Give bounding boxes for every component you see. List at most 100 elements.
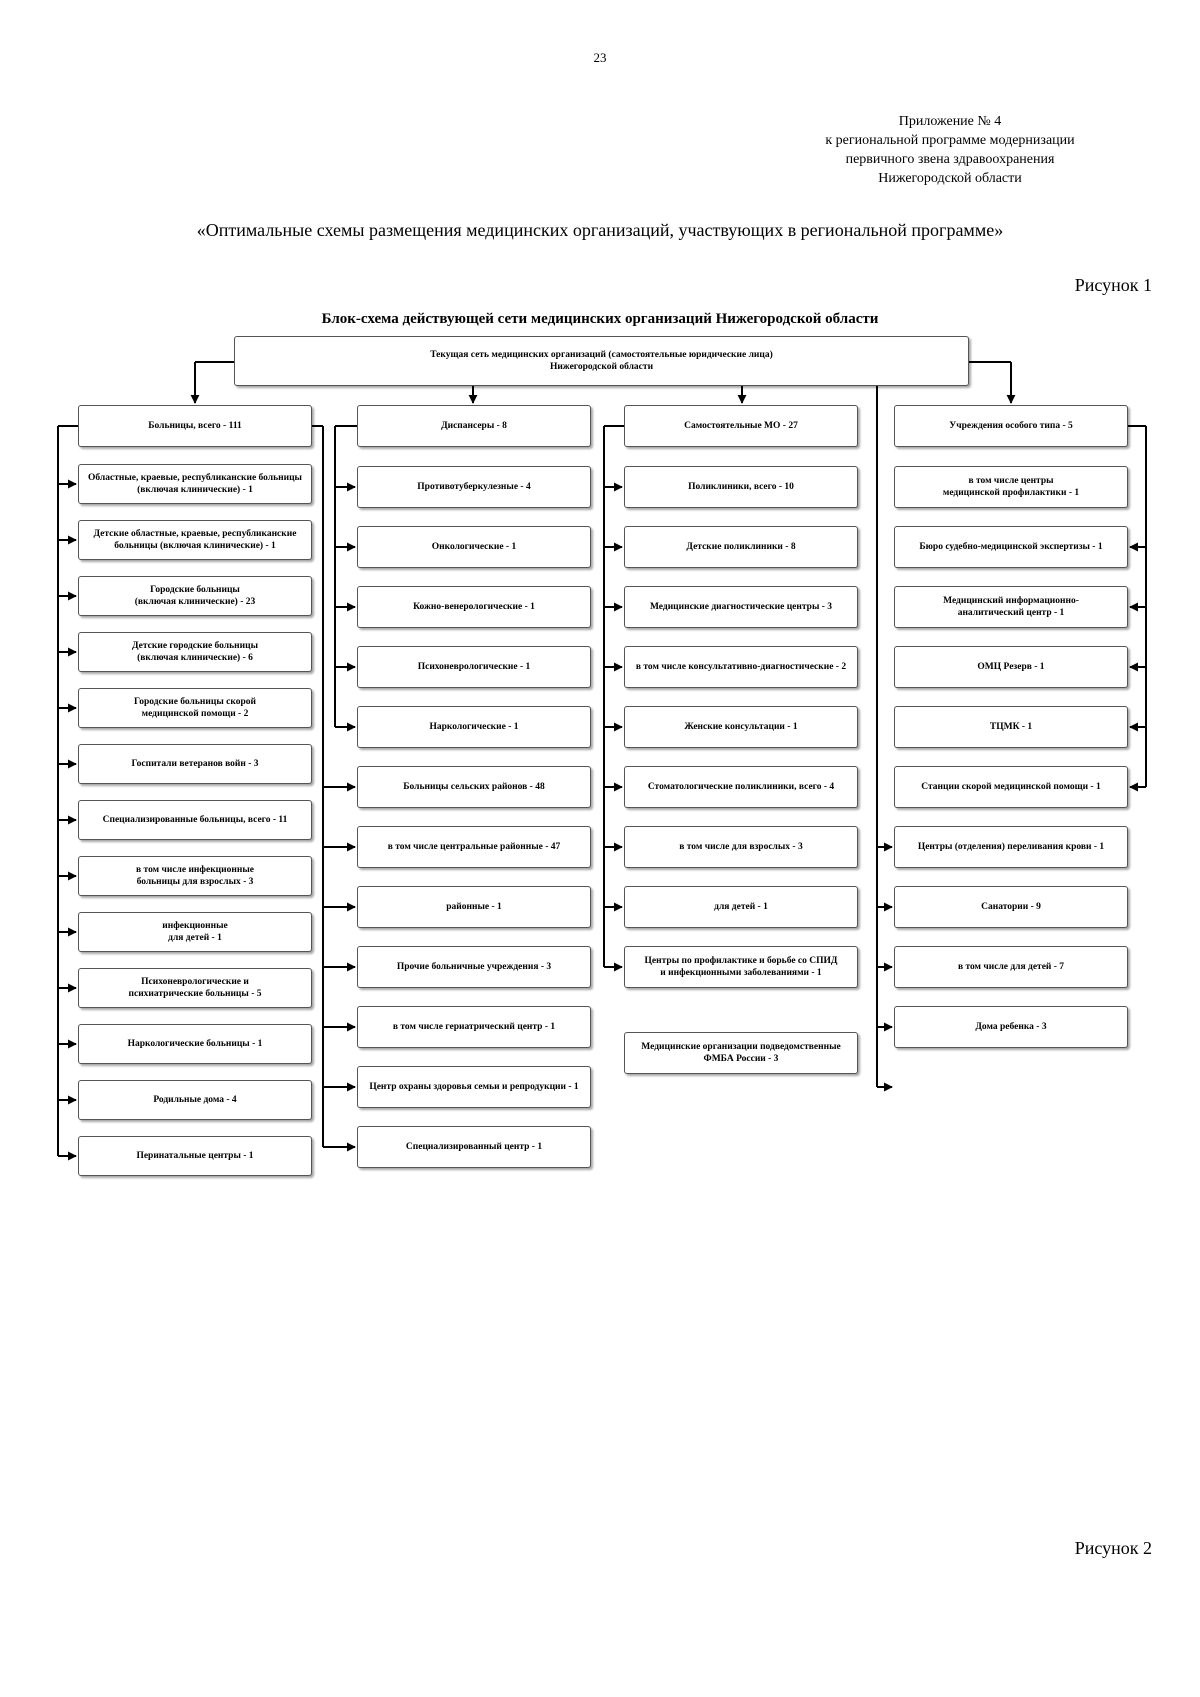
item-label: Центры по профилактике и борьбе со СПИД … (644, 956, 838, 978)
item-label: Кожно-венерологические - 1 (413, 602, 535, 612)
column-3-header: Учреждения особого типа - 5 (894, 405, 1128, 447)
column-0-item: Городские больницы скорой медицинской по… (78, 688, 312, 728)
item-label: Женские консультации - 1 (684, 722, 798, 732)
column-2-header-label: Самостоятельные МО - 27 (684, 421, 798, 431)
column-3-header-label: Учреждения особого типа - 5 (949, 421, 1073, 431)
column-3-item: в том числе центры медицинской профилакт… (894, 466, 1128, 508)
item-label: в том числе центры медицинской профилакт… (942, 476, 1080, 498)
item-label: Станции скорой медицинской помощи - 1 (921, 782, 1101, 792)
column-2-item: Медицинские диагностические центры - 3 (624, 586, 858, 628)
column-3-item: Санатории - 9 (894, 886, 1128, 928)
item-label: в том числе гериатрический центр - 1 (392, 1022, 556, 1032)
item-label: в том числе для детей - 7 (957, 962, 1065, 972)
column-0-header: Больницы, всего - 111 (78, 405, 312, 447)
item-label: Специализированные больницы, всего - 11 (102, 815, 288, 825)
column-1-item: в том числе гериатрический центр - 1 (357, 1006, 591, 1048)
column-3-item: Центры (отделения) переливания крови - 1 (894, 826, 1128, 868)
column-2-item: в том числе для взрослых - 3 (624, 826, 858, 868)
column-0-item: Психоневрологические и психиатрические б… (78, 968, 312, 1008)
column-0-item: Городские больницы (включая клинические)… (78, 576, 312, 616)
appendix-header: Приложение № 4 к региональной программе … (760, 112, 1140, 188)
column-0-item: Детские областные, краевые, республиканс… (78, 520, 312, 560)
column-3-item: Бюро судебно-медицинской экспертизы - 1 (894, 526, 1128, 568)
column-0-header-label: Больницы, всего - 111 (148, 421, 242, 431)
item-label: Центры (отделения) переливания крови - 1 (917, 842, 1105, 852)
item-label: в том числе консультативно-диагностическ… (635, 662, 847, 672)
column-2-item: Стоматологические поликлиники, всего - 4 (624, 766, 858, 808)
item-label: Медицинские организации подведомственные… (641, 1042, 841, 1064)
column-1-header: Диспансеры - 8 (357, 405, 591, 447)
item-label: Центр охраны здоровья семьи и репродукци… (369, 1082, 579, 1092)
item-label: Онкологические - 1 (431, 542, 517, 552)
column-0-item: Детские городские больницы (включая клин… (78, 632, 312, 672)
item-label: ТЦМК - 1 (989, 722, 1033, 732)
column-3-item: ТЦМК - 1 (894, 706, 1128, 748)
column-2-item: Детские поликлиники - 8 (624, 526, 858, 568)
item-label: в том числе центральные районные - 47 (387, 842, 561, 852)
item-label: районные - 1 (446, 902, 502, 912)
item-label: Медицинский информационно- аналитический… (943, 596, 1079, 618)
item-label: ОМЦ Резерв - 1 (977, 662, 1045, 672)
appendix-line: к региональной программе модернизации (825, 133, 1075, 148)
column-3-item: Медицинский информационно- аналитический… (894, 586, 1128, 628)
item-label: Наркологические - 1 (429, 722, 519, 732)
column-1-item: в том числе центральные районные - 47 (357, 826, 591, 868)
column-1-item: районные - 1 (357, 886, 591, 928)
item-label: Медицинские диагностические центры - 3 (649, 602, 833, 612)
item-label: Противотуберкулезные - 4 (417, 482, 531, 492)
column-0-item: Перинатальные центры - 1 (78, 1136, 312, 1176)
item-label: Поликлиники, всего - 10 (688, 482, 794, 492)
figure-1-label: Рисунок 1 (1074, 275, 1152, 295)
column-1-item: Больницы сельских районов - 48 (357, 766, 591, 808)
item-label: Детские областные, краевые, республиканс… (93, 529, 297, 551)
column-0-item: Госпитали ветеранов войн - 3 (78, 744, 312, 784)
column-2-item: Медицинские организации подведомственные… (624, 1032, 858, 1074)
column-2-item: в том числе консультативно-диагностическ… (624, 646, 858, 688)
column-2-item: для детей - 1 (624, 886, 858, 928)
column-3-item: ОМЦ Резерв - 1 (894, 646, 1128, 688)
document-title: «Оптимальные схемы размещения медицински… (196, 220, 1004, 240)
item-label: Дома ребенка - 3 (975, 1022, 1047, 1032)
column-0-item: инфекционные для детей - 1 (78, 912, 312, 952)
root-box: Текущая сеть медицинских организаций (са… (234, 336, 969, 386)
item-label: Детские поликлиники - 8 (686, 542, 796, 552)
column-1-item: Онкологические - 1 (357, 526, 591, 568)
column-3-item: Дома ребенка - 3 (894, 1006, 1128, 1048)
column-0-item: Областные, краевые, республиканские боль… (78, 464, 312, 504)
column-0-item: в том числе инфекционные больницы для вз… (78, 856, 312, 896)
item-label: Госпитали ветеранов войн - 3 (131, 759, 259, 769)
column-1-item: Специализированный центр - 1 (357, 1126, 591, 1168)
item-label: Родильные дома - 4 (153, 1095, 237, 1105)
item-label: Городские больницы (включая клинические)… (134, 585, 256, 607)
column-0-item: Наркологические больницы - 1 (78, 1024, 312, 1064)
column-0-item: Родильные дома - 4 (78, 1080, 312, 1120)
column-3-item: Станции скорой медицинской помощи - 1 (894, 766, 1128, 808)
item-label: Больницы сельских районов - 48 (403, 782, 545, 792)
item-label: Детские городские больницы (включая клин… (132, 641, 258, 663)
item-label: Прочие больничные учреждения - 3 (396, 962, 552, 972)
item-label: в том числе для взрослых - 3 (679, 842, 803, 852)
column-1-header-label: Диспансеры - 8 (441, 421, 507, 431)
column-1-item: Наркологические - 1 (357, 706, 591, 748)
column-1-item: Противотуберкулезные - 4 (357, 466, 591, 508)
column-1-item: Центр охраны здоровья семьи и репродукци… (357, 1066, 591, 1108)
column-3-item: в том числе для детей - 7 (894, 946, 1128, 988)
appendix-line: Нижегородской области (878, 171, 1022, 186)
item-label: Стоматологические поликлиники, всего - 4 (647, 782, 835, 792)
item-label: Санатории - 9 (981, 902, 1041, 912)
appendix-line: первичного звена здравоохранения (845, 152, 1055, 167)
item-label: Специализированный центр - 1 (405, 1142, 543, 1152)
figure-2-label: Рисунок 2 (1074, 1538, 1152, 1558)
column-2-item: Женские консультации - 1 (624, 706, 858, 748)
column-1-item: Прочие больничные учреждения - 3 (357, 946, 591, 988)
root-label: Текущая сеть медицинских организаций (са… (430, 350, 773, 372)
column-2-item: Центры по профилактике и борьбе со СПИД … (624, 946, 858, 988)
item-label: Областные, краевые, республиканские боль… (88, 473, 302, 495)
column-1-item: Психоневрологические - 1 (357, 646, 591, 688)
chart-title: Блок-схема действующей сети медицинских … (321, 311, 879, 327)
column-0-item: Специализированные больницы, всего - 11 (78, 800, 312, 840)
item-label: инфекционные для детей - 1 (162, 921, 228, 943)
page-number: 23 (593, 50, 607, 65)
column-2-item: Поликлиники, всего - 10 (624, 466, 858, 508)
item-label: для детей - 1 (714, 902, 768, 912)
